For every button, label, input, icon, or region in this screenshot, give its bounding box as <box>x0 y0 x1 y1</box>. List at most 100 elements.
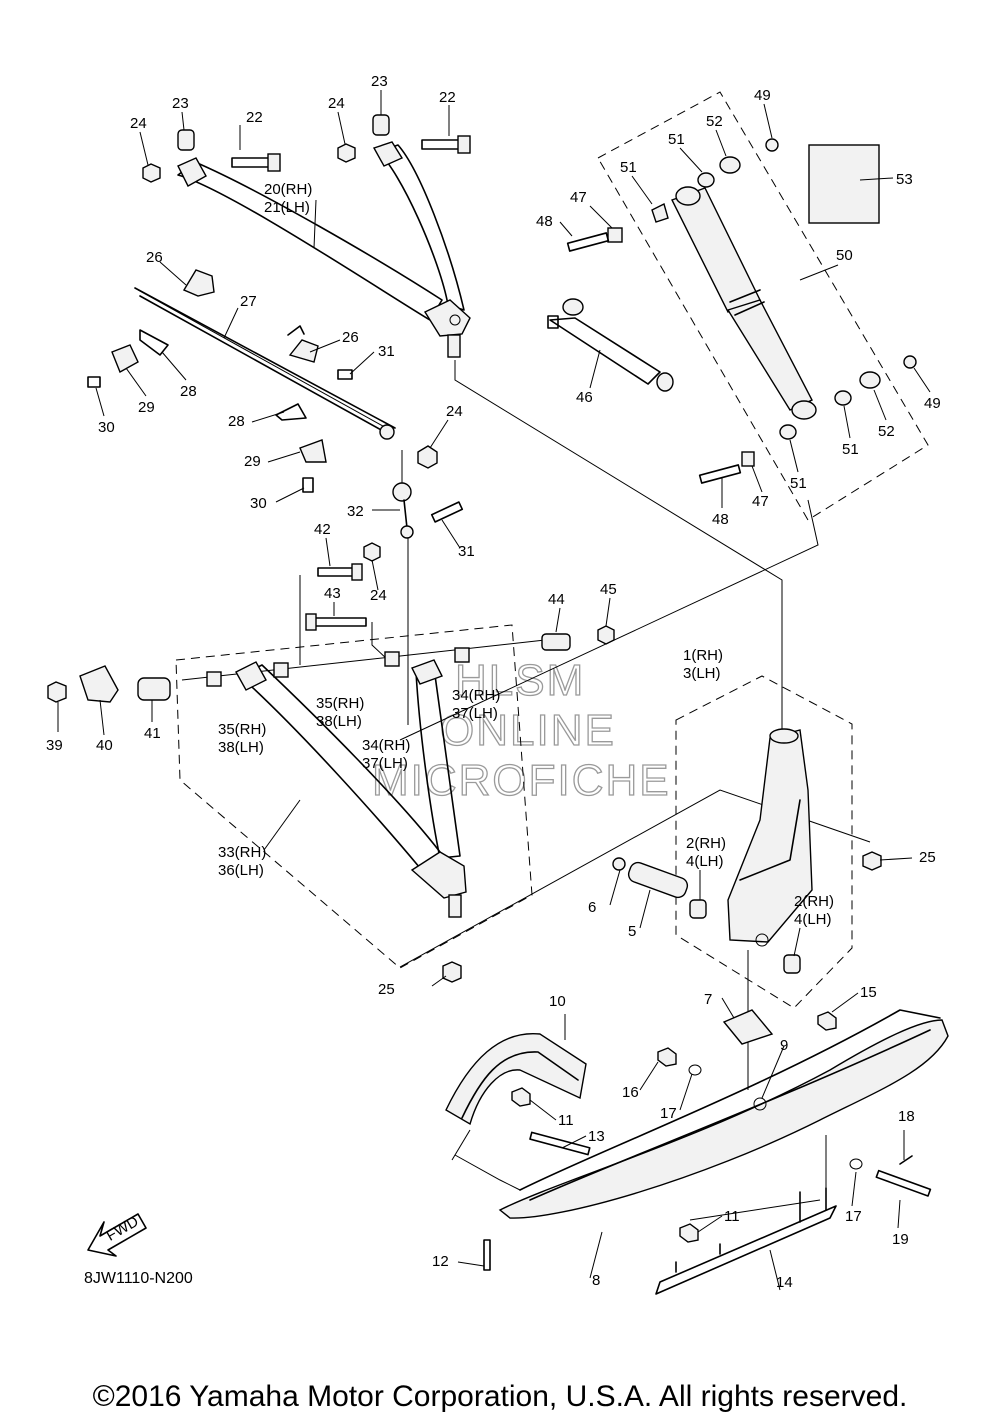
callout-18: 18 <box>898 1108 915 1125</box>
callout-34rh-a: 34(RH) <box>452 687 500 704</box>
callout-1rh: 1(RH) <box>683 647 723 664</box>
callout-51-a: 51 <box>620 159 637 176</box>
callout-11-a: 11 <box>558 1112 574 1129</box>
callout-7: 7 <box>704 991 712 1008</box>
lower-arm-hardware <box>47 563 615 703</box>
svg-text:FWD: FWD <box>103 1213 141 1245</box>
callout-30-b: 30 <box>250 495 267 512</box>
callout-38lh-a: 38(LH) <box>316 713 362 730</box>
upper-a-arm <box>177 141 471 358</box>
callout-23-a: 23 <box>172 95 189 112</box>
callout-51-b: 51 <box>668 131 685 148</box>
callout-33rh: 33(RH) <box>218 844 266 861</box>
callout-6: 6 <box>588 899 596 916</box>
callout-43: 43 <box>324 585 341 602</box>
callout-11-b: 11 <box>724 1208 740 1225</box>
group-boxes <box>175 91 929 1009</box>
callout-13: 13 <box>588 1128 605 1145</box>
callout-2rh-b: 2(RH) <box>794 893 834 910</box>
callout-48-b: 48 <box>712 511 729 528</box>
callout-52-a: 52 <box>706 113 723 130</box>
callout-20rh: 20(RH) <box>264 181 312 198</box>
svg-text:MICROFICHE: MICROFICHE <box>372 756 671 805</box>
callout-16: 16 <box>622 1084 639 1101</box>
callout-leaders <box>57 90 931 1291</box>
callout-22-a: 22 <box>246 109 263 126</box>
callout-14: 14 <box>776 1274 793 1291</box>
callout-25-a: 25 <box>919 849 936 866</box>
callout-47-b: 47 <box>752 493 769 510</box>
callout-48-a: 48 <box>536 213 553 230</box>
callout-51-c: 51 <box>842 441 859 458</box>
lower-arm-group-box <box>175 624 533 969</box>
callout-21lh: 21(LH) <box>264 199 310 216</box>
callout-46: 46 <box>576 389 593 406</box>
callout-31-a: 31 <box>378 343 395 360</box>
callout-15: 15 <box>860 984 877 1001</box>
callout-32: 32 <box>347 503 364 520</box>
ski <box>445 1009 949 1295</box>
callout-3lh: 3(LH) <box>683 665 721 682</box>
callout-4lh-b: 4(LH) <box>794 911 832 928</box>
callout-29-b: 29 <box>244 453 261 470</box>
callout-39: 39 <box>46 737 63 754</box>
callout-40: 40 <box>96 737 113 754</box>
callout-50: 50 <box>836 247 853 264</box>
diagram-code: 8JW1110-N200 <box>84 1270 193 1287</box>
callout-4lh-a: 4(LH) <box>686 853 724 870</box>
shock-group-box <box>597 91 929 521</box>
callout-22-b: 22 <box>439 89 456 106</box>
callout-35rh-b: 35(RH) <box>218 721 266 738</box>
spindle-group-box <box>675 675 853 1009</box>
callout-24-a: 24 <box>130 115 147 132</box>
callout-38lh-b: 38(LH) <box>218 739 264 756</box>
ski-spindle <box>612 728 882 974</box>
callout-24-d: 24 <box>370 587 387 604</box>
callout-8: 8 <box>592 1272 600 1289</box>
fwd-arrow-icon: FWD <box>87 1213 147 1257</box>
callout-44: 44 <box>548 591 565 608</box>
callout-27: 27 <box>240 293 257 310</box>
callout-24-c: 24 <box>446 403 463 420</box>
svg-text:ONLINE: ONLINE <box>440 706 616 755</box>
callout-49-b: 49 <box>924 395 941 412</box>
shock-reservoir <box>547 298 674 392</box>
callout-17-b: 17 <box>845 1208 862 1225</box>
callout-36lh: 36(LH) <box>218 862 264 879</box>
callout-53: 53 <box>896 171 913 188</box>
callout-29-a: 29 <box>138 399 155 416</box>
callout-31-b: 31 <box>458 543 475 560</box>
callout-26-a: 26 <box>146 249 163 266</box>
callout-45: 45 <box>600 581 617 598</box>
callout-24-b: 24 <box>328 95 345 112</box>
lower-a-arm <box>235 659 467 983</box>
callout-19: 19 <box>892 1231 909 1248</box>
callout-42: 42 <box>314 521 331 538</box>
copyright-notice: ©2016 Yamaha Motor Corporation, U.S.A. A… <box>92 1380 908 1413</box>
callout-5: 5 <box>628 923 636 940</box>
callout-12: 12 <box>432 1253 449 1270</box>
callout-28-a: 28 <box>180 383 197 400</box>
link-rod <box>363 482 464 562</box>
callout-35rh-a: 35(RH) <box>316 695 364 712</box>
callout-51-d: 51 <box>790 475 807 492</box>
callout-49-a: 49 <box>754 87 771 104</box>
callout-30-a: 30 <box>98 419 115 436</box>
callout-47-a: 47 <box>570 189 587 206</box>
callout-10: 10 <box>549 993 566 1010</box>
callout-52-b: 52 <box>878 423 895 440</box>
stabilizer-bar <box>87 269 438 493</box>
callout-17-a: 17 <box>660 1105 677 1122</box>
callout-37lh-a: 37(LH) <box>452 705 498 722</box>
callout-23-b: 23 <box>371 73 388 90</box>
callout-34rh-b: 34(RH) <box>362 737 410 754</box>
callout-26-b: 26 <box>342 329 359 346</box>
callout-9: 9 <box>780 1037 788 1054</box>
callout-37lh-b: 37(LH) <box>362 755 408 772</box>
callout-25-b: 25 <box>378 981 395 998</box>
callout-28-b: 28 <box>228 413 245 430</box>
callout-labels: 1(RH) 3(LH) 2(RH) 4(LH) 2(RH) 4(LH) 5 6 … <box>46 73 941 1291</box>
shock-absorber <box>566 138 917 484</box>
callout-2rh-a: 2(RH) <box>686 835 726 852</box>
